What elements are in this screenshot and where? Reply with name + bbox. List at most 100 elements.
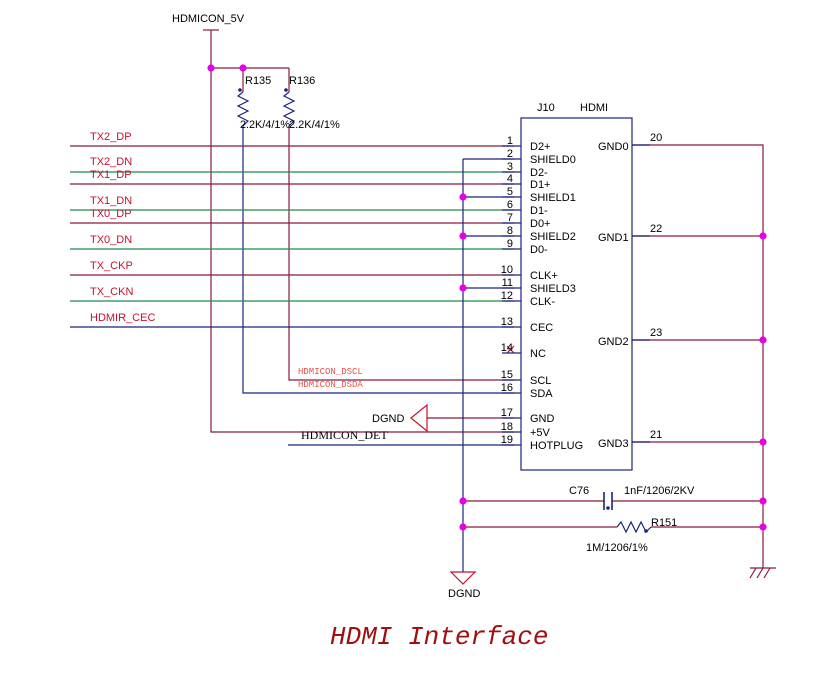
pin-name-5: SHIELD1 xyxy=(530,192,576,204)
pin-name-13: CEC xyxy=(530,322,553,334)
wire-sda xyxy=(242,126,514,394)
pin-name-14: NC xyxy=(530,348,546,360)
net-tx1-dn: TX1_DN xyxy=(90,195,132,207)
pin-name-17: GND xyxy=(530,413,555,425)
connector-ref: J10 xyxy=(537,102,555,114)
pin-number-9: 9 xyxy=(507,238,513,250)
chassis-ground-symbol xyxy=(749,567,776,579)
pin-number-4: 4 xyxy=(507,173,513,185)
pin-number-8: 8 xyxy=(507,225,513,237)
pin-number-3: 3 xyxy=(507,161,513,173)
junction-dot xyxy=(759,438,767,446)
r136-value: 2.2K/4/1% xyxy=(289,119,340,131)
net-hdmir-cec: HDMIR_CEC xyxy=(90,312,155,324)
pin-name-11: SHIELD3 xyxy=(530,283,576,295)
junctions xyxy=(207,64,767,533)
components xyxy=(203,29,776,585)
junction-dot xyxy=(759,497,767,505)
pin-number-20: 20 xyxy=(650,132,662,144)
junction-dot xyxy=(459,232,467,240)
pin-number-11: 11 xyxy=(502,277,513,289)
r151-value: 1M/1206/1% xyxy=(586,542,648,554)
wire-5v-rail xyxy=(210,30,514,433)
pin-name-9: D0- xyxy=(530,244,548,256)
pin-number-12: 12 xyxy=(501,290,513,302)
wire-gnd0 xyxy=(632,144,764,568)
pin-number-18: 18 xyxy=(501,421,513,433)
junction-dot xyxy=(459,497,467,505)
pin1-marker-dot xyxy=(284,88,288,92)
wire-scl xyxy=(288,126,514,381)
resistor-r136 xyxy=(282,91,296,127)
pin-number-14: 14 xyxy=(501,342,513,354)
pin-name-23: GND2 xyxy=(598,336,629,348)
pin-name-20: GND0 xyxy=(598,141,629,153)
pin-name-18: +5V xyxy=(530,427,551,439)
pin-name-10: CLK+ xyxy=(530,270,558,282)
pin-name-19: HOTPLUG xyxy=(530,440,583,452)
junction-dot xyxy=(459,523,467,531)
junction-dot xyxy=(759,523,767,531)
pin1-marker-dot xyxy=(606,506,610,510)
pin-name-1: D2+ xyxy=(530,141,551,153)
pin1-marker-dot xyxy=(644,529,648,533)
nc-marker xyxy=(506,345,515,354)
junction-dot xyxy=(759,336,767,344)
pin-name-3: D2- xyxy=(530,167,548,179)
r135-ref: R135 xyxy=(245,75,271,87)
pin-number-21: 21 xyxy=(650,429,662,441)
net-tx0-dp: TX0_DP xyxy=(90,208,132,220)
junction-dot xyxy=(207,64,215,72)
net-tx1-dp: TX1_DP xyxy=(90,169,132,181)
junction-dot xyxy=(239,64,247,72)
net-tx-ckp: TX_CKP xyxy=(90,260,133,272)
dgnd-label-pin17: DGND xyxy=(372,413,404,425)
pin-name-16: SDA xyxy=(530,388,553,400)
connector-name: HDMI xyxy=(580,102,608,114)
diagram-title: HDMI Interface xyxy=(330,622,548,652)
r136-ref: R136 xyxy=(289,75,315,87)
net-tx2-dn: TX2_DN xyxy=(90,156,132,168)
r135-value: 2.2K/4/1% xyxy=(240,119,290,131)
pin-number-19: 19 xyxy=(501,434,513,446)
pin-number-13: 13 xyxy=(501,316,513,328)
pin-name-15: SCL xyxy=(530,375,551,387)
resistor-r135 xyxy=(236,91,250,127)
dgnd-label-bottom: DGND xyxy=(448,588,480,600)
capacitor-c76 xyxy=(603,492,613,510)
pin-name-21: GND3 xyxy=(598,438,629,450)
pin-number-2: 2 xyxy=(507,148,513,160)
pin-name-7: D0+ xyxy=(530,218,551,230)
net-dscl: HDMICON_DSCL xyxy=(298,367,363,377)
wires xyxy=(70,30,764,572)
pin-name-12: CLK- xyxy=(530,296,555,308)
net-tx2-dp: TX2_DP xyxy=(90,131,132,143)
pin-number-16: 16 xyxy=(501,382,513,394)
dgnd-symbol-bottom xyxy=(449,571,477,585)
pin-name-22: GND1 xyxy=(598,232,629,244)
net-hdmicon-det: HDMICON_DET xyxy=(301,428,388,442)
dgnd-symbol-pin17 xyxy=(410,403,428,433)
junction-dot xyxy=(459,193,467,201)
net-dsda: HDMICON_DSDA xyxy=(298,380,363,390)
pin-stubs xyxy=(502,144,650,446)
pin-number-5: 5 xyxy=(507,186,513,198)
junction-dot xyxy=(459,284,467,292)
pin-name-8: SHIELD2 xyxy=(530,231,576,243)
c76-ref: C76 xyxy=(569,485,589,497)
r151-ref: R151 xyxy=(651,517,677,529)
pin-number-22: 22 xyxy=(650,223,662,235)
pin-name-4: D1+ xyxy=(530,179,551,191)
net-tx-ckn: TX_CKN xyxy=(90,286,133,298)
pin-number-17: 17 xyxy=(501,407,513,419)
net-label-5v: HDMICON_5V xyxy=(172,13,245,25)
pin-number-23: 23 xyxy=(650,327,662,339)
pin-number-10: 10 xyxy=(501,264,513,276)
net-tx0-dn: TX0_DN xyxy=(90,234,132,246)
pin-number-15: 15 xyxy=(501,369,513,381)
connector-j10-body xyxy=(520,117,633,471)
pin1-marker-dot xyxy=(238,88,242,92)
pin-name-2: SHIELD0 xyxy=(530,154,576,166)
